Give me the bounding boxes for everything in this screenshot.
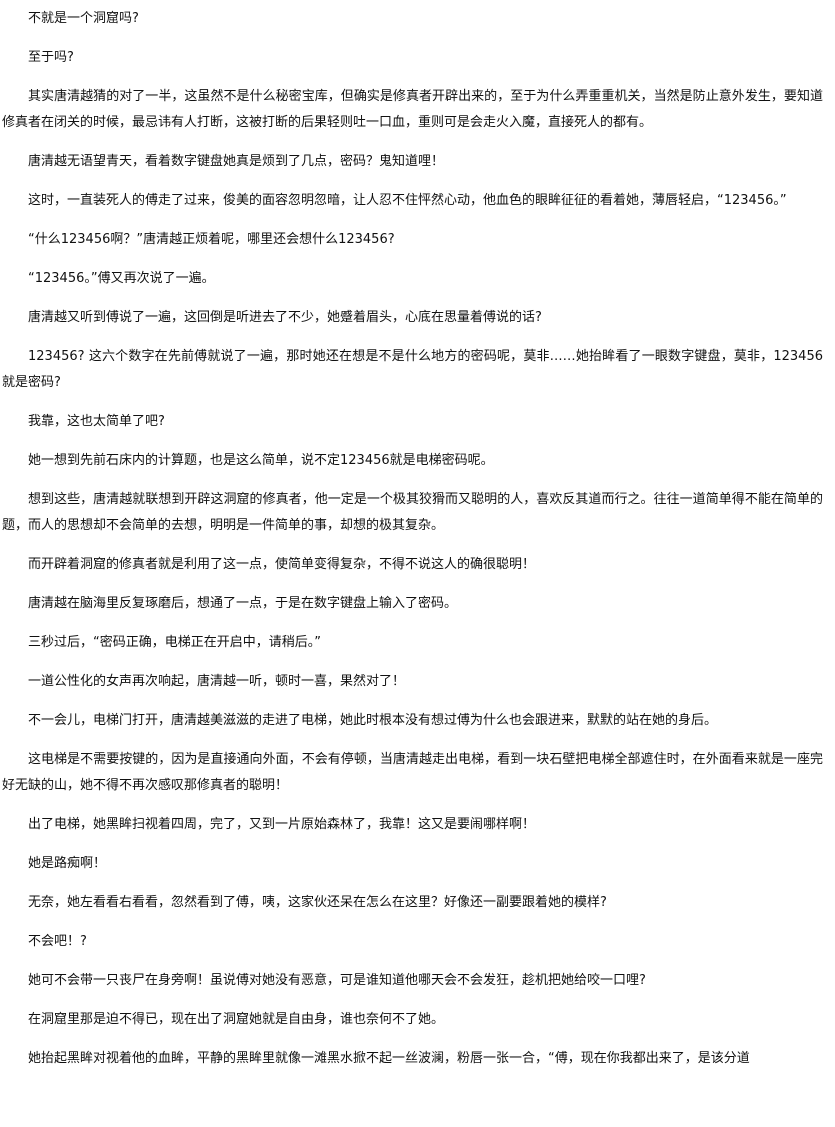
paragraph: 唐清越在脑海里反复琢磨后，想通了一点，于是在数字键盘上输入了密码。 xyxy=(28,596,458,611)
paragraph: 不就是一个洞窟吗? xyxy=(28,11,139,26)
paragraph: 在洞窟里那是迫不得已，现在出了洞窟她就是自由身，谁也奈何不了她。 xyxy=(28,1012,445,1027)
paragraph: “123456。”傅又再次说了一遍。 xyxy=(28,271,215,286)
paragraph: 这电梯是不需要按键的，因为是直接通向外面，不会有停顿，当唐清越走出电梯，看到一块… xyxy=(2,752,823,793)
paragraph: 她一想到先前石床内的计算题，也是这么简单，说不定123456就是电梯密码呢。 xyxy=(28,453,494,468)
paragraph: 这时，一直装死人的傅走了过来，俊美的面容忽明忽暗，让人忍不住怦然心动，他血色的眼… xyxy=(28,193,787,208)
paragraph: 不一会儿，电梯门打开，唐清越美滋滋的走进了电梯，她此时根本没有想过傅为什么也会跟… xyxy=(28,713,718,728)
paragraph: 唐清越又听到傅说了一遍，这回倒是听进去了不少，她蹙着眉头，心底在思量着傅说的话? xyxy=(28,310,542,325)
paragraph: 不会吧！? xyxy=(28,934,87,949)
paragraph: 出了电梯，她黑眸扫视着四周，完了，又到一片原始森林了，我靠！这又是要闹哪样啊！ xyxy=(28,817,536,832)
paragraph: 她可不会带一只丧尸在身旁啊！虽说傅对她没有恶意，可是谁知道他哪天会不会发狂，趁机… xyxy=(28,973,646,988)
paragraph: 她抬起黑眸对视着他的血眸，平静的黑眸里就像一滩黑水掀不起一丝波澜，粉唇一张一合，… xyxy=(28,1051,750,1066)
paragraph: 我靠，这也太简单了吧? xyxy=(28,414,165,429)
paragraph: 唐清越无语望青天，看着数字键盘她真是烦到了几点，密码？鬼知道哩！ xyxy=(28,154,445,169)
paragraph: 其实唐清越猜的对了一半，这虽然不是什么秘密宝库，但确实是修真者开辟出来的，至于为… xyxy=(2,89,823,130)
paragraph: 123456? 这六个数字在先前傅就说了一遍，那时她还在想是不是什么地方的密码呢… xyxy=(2,349,823,390)
paragraph: 至于吗? xyxy=(28,50,74,65)
paragraph: 三秒过后，“密码正确，电梯正在开启中，请稍后。” xyxy=(28,635,321,650)
paragraph: 一道公性化的女声再次响起，唐清越一听，顿时一喜，果然对了！ xyxy=(28,674,406,689)
paragraph: 想到这些，唐清越就联想到开辟这洞窟的修真者，他一定是一个极其狡猾而又聪明的人，喜… xyxy=(2,492,823,533)
paragraph: 而开辟着洞窟的修真者就是利用了这一点，使简单变得复杂，不得不说这人的确很聪明！ xyxy=(28,557,536,572)
paragraph: 她是路痴啊！ xyxy=(28,856,107,871)
paragraph: 无奈，她左看看右看看，忽然看到了傅，咦，这家伙还呆在怎么在这里？好像还一副要跟着… xyxy=(28,895,607,910)
paragraph: “什么123456啊？”唐清越正烦着呢，哪里还会想什么123456? xyxy=(28,232,395,247)
